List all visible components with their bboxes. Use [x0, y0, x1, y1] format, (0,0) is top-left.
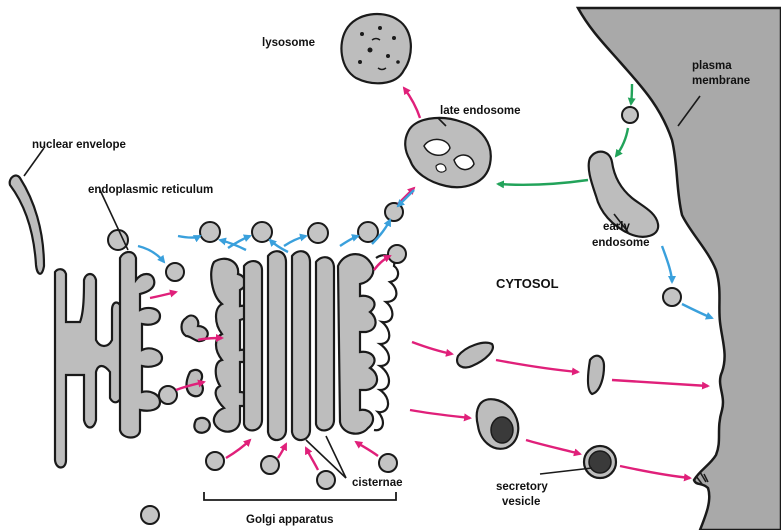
label-early-endosome-line1: early: [603, 221, 630, 233]
arrow-endosome-to-vesicle: [662, 246, 672, 282]
vesicle: [159, 386, 177, 404]
vesicle: [388, 245, 406, 263]
arrow-tubule-to-membrane: [612, 380, 708, 386]
label-secretory-vesicle-line2: vesicle: [502, 496, 540, 508]
vesicle: [200, 222, 220, 242]
er-sheet-right: [120, 252, 162, 438]
golgi-trans-network: [374, 255, 398, 430]
arrow-golgi-retrieval-8: [138, 246, 164, 262]
vesicle: [317, 471, 335, 489]
arrow-er-to-golgi-1: [150, 292, 176, 298]
label-lysosome: lysosome: [262, 37, 315, 49]
arrow-vesicle-to-early-endosome: [616, 128, 628, 156]
arrow-late-endosome-to-vesicle: [398, 190, 414, 206]
vesicle: [108, 230, 128, 250]
vesicle: [379, 454, 397, 472]
vesicle: [622, 107, 638, 123]
arrow-golgi-to-secretory: [410, 410, 470, 418]
vesicle: [663, 288, 681, 306]
golgi-cisterna-5: [316, 257, 334, 430]
nuclear-envelope: [10, 176, 44, 274]
arrow-vesicle-to-golgi-2: [278, 444, 286, 458]
arrow-vesicle-to-golgi-4: [356, 442, 378, 456]
label-late-endosome: late endosome: [440, 105, 521, 117]
secretory-vesicle-immature-core: [491, 417, 513, 443]
arrow-golgi-retrieval-1: [178, 236, 200, 238]
arrow-secretory-to-mature: [526, 440, 580, 454]
golgi-cisterna-4: [292, 251, 310, 440]
arrow-vesicle-to-membrane: [682, 304, 712, 318]
golgi-cis-fragments: [182, 316, 210, 433]
label-cisternae: cisternae: [352, 477, 403, 489]
vesicle: [308, 223, 328, 243]
transport-tubule: [588, 356, 604, 394]
secretory-vesicle-core: [589, 451, 611, 473]
vesicle: [385, 203, 403, 221]
arrow-mature-to-membrane: [620, 466, 690, 478]
golgi-bracket: [204, 492, 396, 500]
label-plasma-membrane-line2: membrane: [692, 75, 750, 87]
pointer-nuclear-envelope: [24, 148, 44, 176]
arrow-golgi-retrieval-6: [220, 240, 246, 250]
vesicle: [141, 506, 159, 524]
label-endoplasmic-reticulum: endoplasmic reticulum: [88, 184, 213, 196]
arrow-golgi-retrieval-3: [284, 236, 306, 246]
vesicle: [206, 452, 224, 470]
arrow-late-endosome-to-lysosome: [404, 88, 420, 118]
pointer-secretory-vesicle: [540, 468, 592, 474]
vesicle: [166, 263, 184, 281]
endoplasmic-reticulum: [55, 269, 122, 467]
label-secretory-vesicle-line1: secretory: [496, 481, 548, 493]
arrow-vesicle-to-golgi-1: [226, 440, 250, 458]
vesicle: [252, 222, 272, 242]
transport-tubule: [457, 343, 493, 368]
vesicle: [358, 222, 378, 242]
arrow-golgi-to-tubule: [412, 342, 452, 354]
arrow-golgi-retrieval-4: [340, 236, 358, 246]
label-golgi-apparatus: Golgi apparatus: [246, 514, 334, 526]
lysosome: [341, 14, 410, 83]
arrow-vesicle-to-golgi-3: [306, 448, 318, 470]
arrow-tubule-to-tubule: [496, 360, 578, 372]
golgi-cisterna-2: [244, 261, 262, 430]
golgi-apparatus: [182, 251, 399, 440]
label-nuclear-envelope: nuclear envelope: [32, 139, 126, 151]
label-plasma-membrane-line1: plasma: [692, 60, 732, 72]
arrow-to-late-endosome: [398, 188, 414, 204]
label-cytosol: CYTOSOL: [496, 276, 559, 291]
vesicle: [261, 456, 279, 474]
label-early-endosome-line2: endosome: [592, 237, 650, 249]
golgi-cisterna-6-trans: [338, 254, 377, 434]
arrow-early-to-late-endosome: [498, 180, 588, 185]
arrow-membrane-to-vesicle: [631, 84, 632, 104]
golgi-cisterna-3: [268, 251, 286, 440]
